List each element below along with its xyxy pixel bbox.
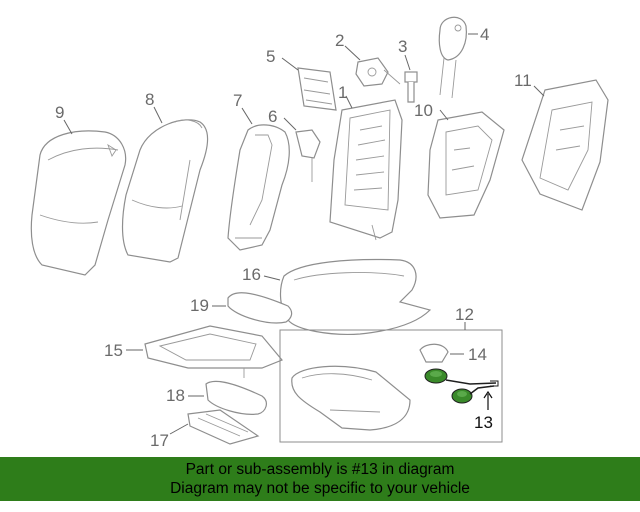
callout-10: 10: [414, 101, 449, 121]
svg-text:2: 2: [335, 31, 344, 50]
part-8-backrest-pad: [121, 119, 209, 263]
parts-diagram: 9 8 7 6 5: [30, 16, 609, 450]
part-10-rear-frame: [427, 111, 505, 219]
banner-line-1: Part or sub-assembly is #13 in diagram: [185, 461, 455, 478]
part-16-seat-cover: [279, 258, 432, 335]
svg-text:9: 9: [55, 103, 64, 122]
part-14-cap: [419, 343, 449, 363]
callout-6: 6: [268, 107, 297, 131]
callout-1: 1: [338, 83, 353, 109]
notice-banner: Part or sub-assembly is #13 in diagram D…: [0, 457, 640, 501]
callout-14: 14: [450, 345, 487, 364]
callout-4: 4: [468, 25, 489, 44]
callout-9: 9: [55, 103, 73, 135]
part-5-panel: [297, 67, 337, 111]
svg-text:1: 1: [338, 83, 347, 102]
svg-text:8: 8: [145, 90, 154, 109]
callout-3: 3: [398, 37, 411, 71]
callout-5: 5: [266, 47, 299, 71]
part-6-bracket: [295, 129, 321, 182]
callout-15: 15: [104, 341, 143, 360]
svg-text:12: 12: [455, 305, 474, 324]
part-3-guide: [404, 71, 418, 103]
part-9-backrest-cover: [30, 130, 127, 276]
svg-text:19: 19: [190, 296, 209, 315]
group-12-box: 12: [279, 305, 503, 443]
part-19-bolster: [227, 292, 293, 324]
svg-text:17: 17: [150, 431, 169, 450]
svg-text:3: 3: [398, 37, 407, 56]
part-18-pad: [205, 380, 267, 415]
svg-text:6: 6: [268, 107, 277, 126]
part-7-backrest-cushion: [227, 124, 290, 251]
part-4-headrest: [438, 16, 467, 99]
callout-13: 13: [474, 390, 493, 432]
callout-18: 18: [166, 386, 204, 405]
callout-16: 16: [242, 265, 281, 284]
svg-text:10: 10: [414, 101, 433, 120]
part-15-seat-frame: [144, 325, 283, 378]
callout-19: 19: [190, 296, 226, 315]
svg-text:16: 16: [242, 265, 261, 284]
callout-7: 7: [233, 91, 253, 125]
callout-11: 11: [514, 71, 545, 97]
svg-text:4: 4: [480, 25, 489, 44]
part-17-tray: [187, 409, 260, 445]
callout-2: 2: [335, 31, 361, 61]
svg-text:11: 11: [514, 71, 532, 90]
part-13-highlighted-assembly: [424, 368, 499, 404]
banner-line-2: Diagram may not be specific to your vehi…: [170, 480, 470, 497]
svg-text:5: 5: [266, 47, 275, 66]
svg-text:14: 14: [468, 345, 487, 364]
part-11-rear-panel: [521, 79, 609, 211]
part-seat-cushion-assembly: [291, 365, 411, 431]
svg-text:15: 15: [104, 341, 123, 360]
svg-text:13: 13: [474, 413, 493, 432]
part-1-backrest-frame: [329, 99, 403, 241]
callout-17: 17: [150, 423, 189, 450]
svg-text:7: 7: [233, 91, 242, 110]
part-2-mechanism: [355, 57, 401, 87]
callout-8: 8: [145, 90, 163, 124]
svg-text:18: 18: [166, 386, 185, 405]
